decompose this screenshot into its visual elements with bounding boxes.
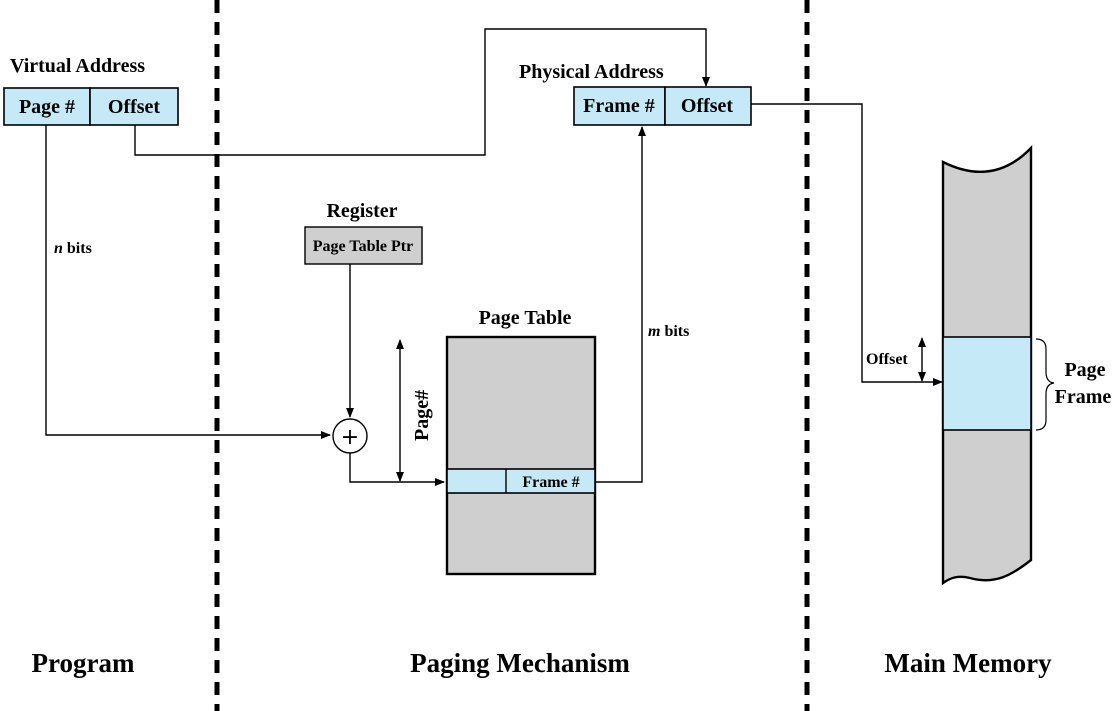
pa-offset-field xyxy=(664,86,752,126)
physical-address-to-memory-arrow xyxy=(751,103,943,386)
page-index-label: Page# xyxy=(411,390,433,441)
va-page-label: Page # xyxy=(19,96,75,118)
plus-icon: + xyxy=(341,425,359,450)
m-bits-label: m bits xyxy=(648,323,689,340)
section-main-memory: Main Memory xyxy=(884,648,1052,678)
page-frame xyxy=(942,336,1032,431)
n-bits-label: n bits xyxy=(54,240,92,257)
virtual-address-box: Page # Offset xyxy=(3,87,179,126)
register-label: Page Table Ptr xyxy=(313,238,413,255)
va-offset-label: Offset xyxy=(108,96,161,118)
page-frame-label-line1: Page xyxy=(1064,359,1105,381)
section-paging-mechanism: Paging Mechanism xyxy=(410,648,630,678)
section-program: Program xyxy=(32,648,135,678)
adder-to-table-arrow xyxy=(349,453,445,486)
page-frame-label-line2: Frame xyxy=(1055,386,1112,408)
page-table-entry xyxy=(446,468,596,494)
memory-offset-label: Offset xyxy=(866,351,908,368)
page-table-entry-label: Frame # xyxy=(522,474,579,491)
virtual-address-title: Virtual Address xyxy=(10,55,145,77)
register-title: Register xyxy=(326,200,397,222)
va-page-field xyxy=(3,87,91,126)
page-number-arrow xyxy=(45,125,331,439)
page-table xyxy=(445,335,597,576)
offset-copy-arrow xyxy=(134,28,710,156)
physical-address-box: Frame # Offset xyxy=(573,86,752,126)
pa-frame-label: Frame # xyxy=(583,95,655,117)
va-offset-field xyxy=(89,87,179,126)
page-frame-brace xyxy=(1035,338,1055,431)
page-table-ptr-register xyxy=(304,226,423,265)
physical-address-title: Physical Address xyxy=(519,61,664,83)
page-table-title: Page Table xyxy=(479,307,572,329)
frame-number-arrow xyxy=(595,126,646,483)
pa-offset-label: Offset xyxy=(681,95,734,117)
